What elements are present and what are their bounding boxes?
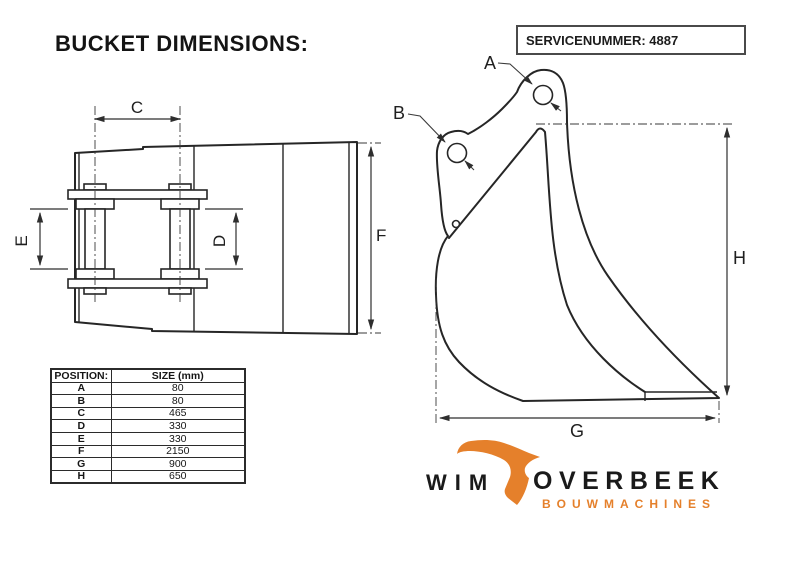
side-view-plate-edge bbox=[448, 127, 646, 393]
size-cell: 330 bbox=[110, 431, 246, 446]
position-cell: B bbox=[50, 394, 112, 408]
header-size: SIZE (mm) bbox=[110, 368, 246, 383]
dimension-e: E bbox=[12, 208, 68, 270]
logo-overbeek-text: OVERBEEK bbox=[533, 467, 726, 495]
size-cell: 80 bbox=[110, 394, 246, 408]
table-row: G 900 bbox=[50, 457, 246, 471]
bracket-bar-bottom bbox=[67, 278, 208, 289]
dimension-e-label: E bbox=[12, 235, 31, 246]
size-cell: 465 bbox=[110, 406, 246, 421]
size-cell: 80 bbox=[110, 381, 246, 396]
dimension-d-label: D bbox=[210, 235, 229, 247]
dimension-g: G bbox=[435, 278, 720, 441]
side-view-silhouette bbox=[434, 68, 720, 402]
size-cell: 900 bbox=[110, 457, 246, 471]
position-cell: D bbox=[50, 419, 112, 433]
table-row: D 330 bbox=[50, 419, 246, 433]
dimension-b: B bbox=[393, 103, 475, 171]
pin-hole-b bbox=[446, 142, 468, 164]
logo-subtitle-text: BOUWMACHINES bbox=[542, 497, 716, 511]
table-row: A 80 bbox=[50, 381, 246, 396]
side-view-cutting-edge-plate bbox=[644, 391, 717, 401]
table-header-row: POSITION: SIZE (mm) bbox=[50, 368, 246, 383]
small-bracket-hole bbox=[451, 219, 461, 229]
dimension-g-label: G bbox=[570, 421, 584, 441]
position-cell: H bbox=[50, 469, 112, 484]
top-view-bracket bbox=[67, 106, 208, 302]
page-title: BUCKET DIMENSIONS: bbox=[55, 31, 309, 56]
table-row: B 80 bbox=[50, 394, 246, 408]
pin-hole-a bbox=[532, 84, 554, 106]
top-view-drawing: C E D F bbox=[12, 98, 386, 335]
position-cell: E bbox=[50, 431, 112, 446]
dimension-a: A bbox=[484, 53, 562, 112]
size-cell: 330 bbox=[110, 419, 246, 433]
position-cell: F bbox=[50, 444, 112, 459]
dimension-a-label: A bbox=[484, 53, 496, 73]
dimensions-table: POSITION: SIZE (mm) A 80 B 80 C 465 D 33… bbox=[50, 368, 246, 485]
dimension-f: F bbox=[358, 142, 386, 334]
dimension-h: H bbox=[536, 123, 746, 397]
dimension-d: D bbox=[205, 208, 243, 270]
header-position: POSITION: bbox=[50, 368, 112, 383]
dimension-c-label: C bbox=[131, 98, 143, 117]
table-row: F 2150 bbox=[50, 444, 246, 459]
dimension-h-label: H bbox=[733, 248, 746, 268]
dimension-f-label: F bbox=[376, 226, 386, 245]
position-cell: C bbox=[50, 406, 112, 421]
top-view-body-outline bbox=[74, 141, 358, 335]
table-row: E 330 bbox=[50, 431, 246, 446]
side-view-drawing: A B H G bbox=[393, 53, 746, 441]
dimension-c: C bbox=[93, 98, 182, 123]
size-cell: 2150 bbox=[110, 444, 246, 459]
position-cell: G bbox=[50, 457, 112, 471]
logo-wim-text: WIM bbox=[426, 470, 496, 495]
position-cell: A bbox=[50, 381, 112, 396]
bracket-bar-top bbox=[67, 189, 208, 200]
excavator-arm-icon bbox=[457, 439, 540, 505]
table-row: H 650 bbox=[50, 469, 246, 484]
service-number-label: SERVICENUMMER: 4887 bbox=[526, 32, 679, 48]
service-number-box: SERVICENUMMER: 4887 bbox=[516, 25, 746, 55]
table-row: C 465 bbox=[50, 406, 246, 421]
size-cell: 650 bbox=[110, 469, 246, 484]
dimension-b-label: B bbox=[393, 103, 405, 123]
